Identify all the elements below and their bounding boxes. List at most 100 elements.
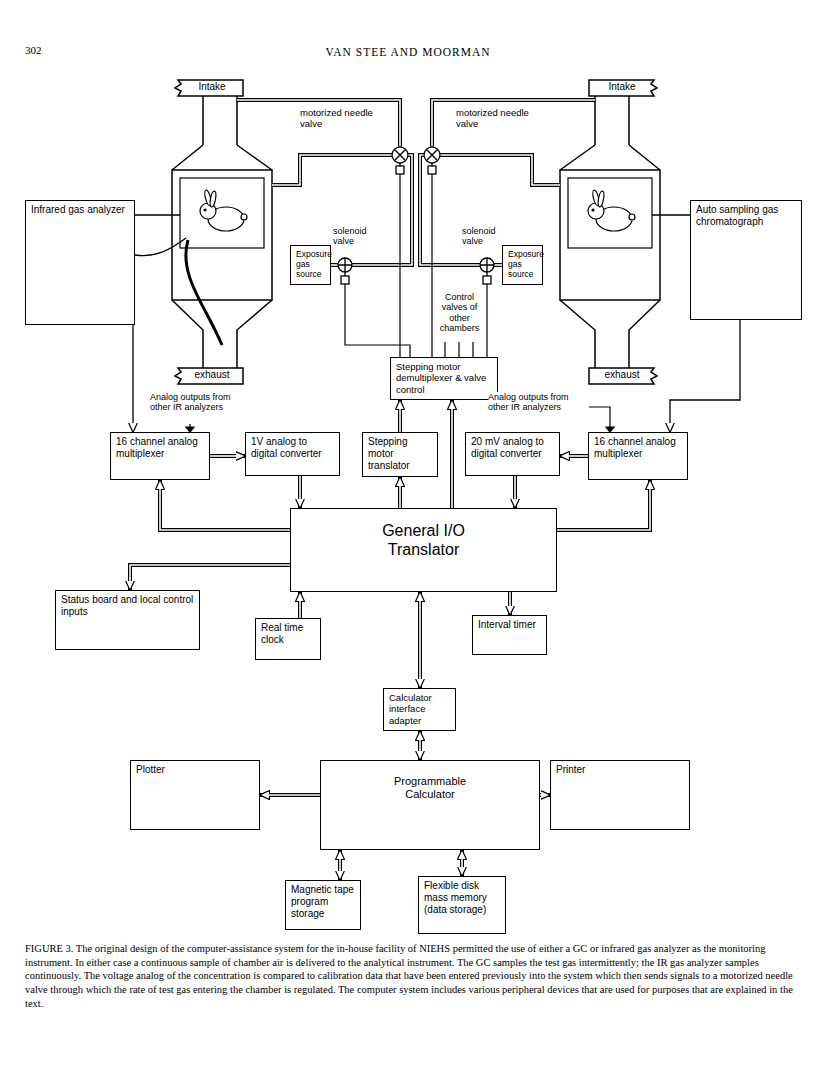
signal-connector [300, 592, 301, 618]
connector-inner [399, 409, 401, 432]
signal-connector [260, 795, 320, 796]
process-box: Stepping motor demultiplexer & valve con… [390, 357, 498, 400]
connector-line [210, 454, 245, 458]
connector-line [560, 454, 588, 458]
drawing-stroke [352, 155, 412, 265]
connector-inner [461, 859, 463, 867]
connector-line [398, 477, 402, 508]
process-box: General I/O Translator [290, 508, 557, 592]
connector-line [398, 400, 402, 432]
connector-inner [451, 409, 453, 508]
sample-line [135, 215, 690, 345]
signal-connector [560, 456, 588, 457]
connector-inner [557, 489, 650, 530]
process-box: Calculator interface adapter [383, 688, 456, 731]
connector-line [450, 400, 454, 508]
valve-label: solenoid valve [462, 226, 502, 247]
connector-inner [210, 455, 236, 457]
process-box: Flexible disk mass memory (data storage) [418, 876, 506, 934]
drawing-stroke [426, 149, 437, 160]
drawing-stroke [440, 155, 560, 185]
drawing-stroke [445, 342, 473, 357]
connector-line [338, 850, 342, 880]
drawing-stroke [241, 214, 247, 220]
signal-connector [670, 320, 740, 432]
connector-line [132, 325, 133, 432]
box-label: Calculator interface adapter [389, 692, 450, 726]
connector-inner [509, 592, 511, 606]
drawing-stroke [338, 258, 352, 272]
box-label: 20 mV analog to digital converter [471, 436, 554, 460]
connector-inner [269, 794, 320, 796]
drawing-stroke [428, 166, 436, 174]
signal-connector [452, 400, 453, 508]
signal-connector [420, 592, 421, 688]
drawing-stroke [341, 276, 349, 284]
drawing-stroke [396, 166, 404, 174]
box-label: Stepping motor translator [368, 436, 432, 472]
label-page-number: 302 [25, 44, 65, 57]
drawing-stroke [420, 155, 480, 265]
drawing-stroke [272, 155, 392, 185]
process-box: Exposure gas source [502, 245, 543, 285]
box-label: Real time clock [261, 622, 315, 646]
process-box: Programmable Calculator [320, 760, 540, 850]
drawing-stroke [237, 100, 400, 147]
control-wire [345, 174, 487, 357]
signal-connector [420, 731, 421, 760]
box-label: 16 channel analog multiplexer [116, 436, 204, 460]
connector-line [130, 565, 290, 590]
signal-connector [557, 480, 650, 530]
box-label: General I/O Translator [374, 521, 474, 559]
process-box: Magnetic tape program storage [285, 880, 361, 930]
signal-connector [130, 565, 290, 590]
figure-caption: FIGURE 3. The original design of the com… [25, 942, 795, 1010]
drawing-stroke [180, 178, 264, 248]
connector-inner [569, 455, 588, 457]
connector-inner [160, 489, 290, 530]
gas-duct [237, 100, 595, 265]
signal-connector [540, 795, 550, 796]
signal-connector [400, 477, 401, 508]
drawing-stroke [338, 258, 352, 272]
drawing-stroke [440, 155, 560, 185]
drawing-stroke [652, 214, 690, 215]
signal-connector [210, 456, 245, 457]
flag-label: Intake [184, 81, 240, 93]
signal-connector [400, 400, 401, 432]
flag-label: exhaust [594, 369, 650, 381]
connector-inner [299, 476, 301, 499]
drawing-stroke [494, 264, 502, 266]
connector-line [298, 592, 302, 618]
box-label: 16 channel analog multiplexer [594, 436, 682, 460]
connector-line [540, 793, 550, 797]
box-label: Infrared gas analyzer [31, 204, 129, 216]
connector-line [160, 480, 290, 530]
valve-label: motorized needle valve [300, 108, 376, 130]
drawing-stroke [431, 174, 432, 357]
drawing-stroke [560, 170, 660, 300]
flag-label: Intake [594, 81, 650, 93]
gas-duct-inner [237, 100, 595, 265]
drawing-stroke [568, 178, 652, 248]
connector-line [260, 793, 320, 797]
signal-connector [515, 476, 516, 508]
connector-inner [540, 794, 541, 796]
box-label: 1V analog to digital converter [251, 436, 334, 460]
drawing-stroke [345, 272, 487, 276]
box-label: Exposure gas source [508, 249, 537, 280]
drawing-stroke [237, 100, 400, 147]
drawing-stroke [345, 284, 410, 357]
drawing-stroke [494, 263, 502, 267]
box-label: Printer [556, 764, 684, 776]
drawing-stroke [394, 149, 405, 160]
connector-line [418, 592, 422, 688]
rabbit [200, 190, 635, 231]
signal-connector [462, 850, 463, 876]
process-box: Infrared gas analyzer [25, 200, 135, 325]
process-box: 16 channel analog multiplexer [588, 432, 688, 480]
drawing-stroke [135, 238, 186, 256]
drawing-stroke [186, 240, 222, 345]
box-label: Exposure gas source [296, 249, 325, 280]
drawing-stroke [392, 147, 408, 163]
